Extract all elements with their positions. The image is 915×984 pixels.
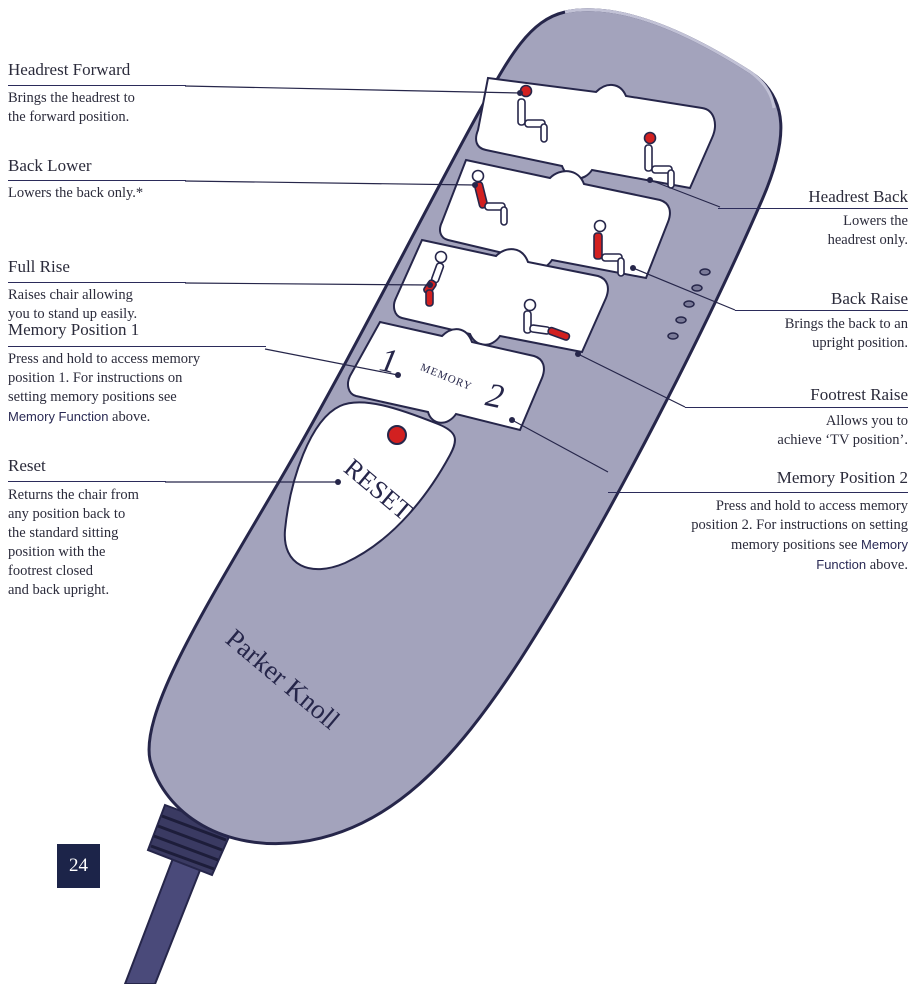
divider — [718, 208, 908, 209]
reset-desc: Returns the chair from any position back… — [8, 486, 139, 600]
divider — [685, 407, 908, 408]
desc-line: Press and hold to access memory — [8, 350, 200, 369]
divider — [8, 481, 166, 482]
desc-line-tail: above. — [108, 409, 150, 425]
back-lower-title: Back Lower — [8, 156, 92, 176]
desc-line: Press and hold to access memory — [691, 497, 908, 516]
headrest-forward-desc: Brings the headrest to the forward posit… — [8, 89, 135, 127]
headrest-back-desc: Lowers the headrest only. — [828, 212, 908, 250]
desc-line: Raises chair allowing — [8, 286, 137, 305]
back-raise-desc: Brings the back to an upright position. — [785, 315, 908, 353]
memory-function-link[interactable]: Memory Function — [8, 409, 108, 424]
desc-line: achieve ‘TV position’. — [777, 431, 908, 450]
desc-line: Function above. — [691, 555, 908, 575]
desc-line: Brings the headrest to — [8, 89, 135, 108]
page-number: 24 — [57, 844, 100, 888]
back-lower-desc: Lowers the back only.* — [8, 184, 143, 203]
desc-line: Brings the back to an — [785, 315, 908, 334]
desc-line: the forward position. — [8, 108, 135, 127]
memory-1-desc: Press and hold to access memory position… — [8, 350, 200, 427]
desc-line-text: memory positions see — [731, 537, 857, 553]
headrest-forward-title: Headrest Forward — [8, 60, 130, 80]
divider — [8, 346, 266, 347]
full-rise-desc: Raises chair allowing you to stand up ea… — [8, 286, 137, 324]
desc-line: Allows you to — [777, 412, 908, 431]
desc-line: position 2. For instructions on setting — [691, 516, 908, 535]
headrest-back-title: Headrest Back — [808, 187, 908, 207]
desc-line: Lowers the back only.* — [8, 184, 143, 203]
desc-line: position with the — [8, 543, 139, 562]
memory-function-link-part2[interactable]: Function — [816, 557, 866, 572]
desc-line: upright position. — [785, 334, 908, 353]
memory-2-desc: Press and hold to access memory position… — [691, 497, 908, 575]
desc-line: the standard sitting — [8, 524, 139, 543]
divider — [735, 310, 908, 311]
desc-line: setting memory positions see — [8, 388, 200, 407]
footrest-raise-desc: Allows you to achieve ‘TV position’. — [777, 412, 908, 450]
desc-line-tail: above. — [866, 557, 908, 573]
divider — [608, 492, 908, 493]
memory-2-title: Memory Position 2 — [777, 468, 908, 488]
desc-line: memory positions see Memory — [691, 535, 908, 555]
desc-line: Lowers the — [828, 212, 908, 231]
divider — [8, 180, 186, 181]
desc-line: Returns the chair from — [8, 486, 139, 505]
divider — [8, 85, 186, 86]
desc-line: position 1. For instructions on — [8, 369, 200, 388]
memory-function-link-part1[interactable]: Memory — [861, 537, 908, 552]
divider — [8, 282, 186, 283]
reset-title: Reset — [8, 456, 46, 476]
reset-indicator-light — [388, 426, 406, 444]
full-rise-title: Full Rise — [8, 257, 70, 277]
footrest-raise-title: Footrest Raise — [810, 385, 908, 405]
back-raise-title: Back Raise — [831, 289, 908, 309]
desc-line: Memory Function above. — [8, 407, 200, 427]
desc-line: footrest closed — [8, 562, 139, 581]
desc-line: any position back to — [8, 505, 139, 524]
desc-line: and back upright. — [8, 581, 139, 600]
desc-line: headrest only. — [828, 231, 908, 250]
memory-1-title: Memory Position 1 — [8, 320, 139, 340]
